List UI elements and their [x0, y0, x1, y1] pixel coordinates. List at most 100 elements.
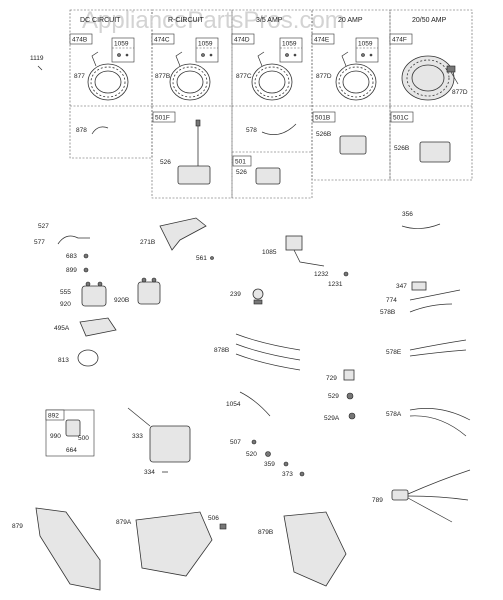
screw-561[interactable] [210, 256, 214, 260]
harness-578e[interactable] [409, 339, 467, 357]
cable-577[interactable] [57, 235, 90, 245]
nut-683[interactable] [83, 253, 89, 259]
shield-879[interactable] [35, 507, 101, 591]
bracket-495a[interactable] [79, 317, 117, 337]
label-878: 878 [76, 127, 87, 134]
tag-501b[interactable] [312, 111, 336, 123]
harness-1085[interactable] [285, 235, 325, 267]
kit-box-1059-b[interactable]: 1059 [195, 37, 219, 63]
label-1085: 1085 [262, 249, 277, 256]
label-578b: 578B [380, 309, 395, 316]
solenoid-920b[interactable] [137, 277, 161, 305]
watermark-text: AppliancePartsPros.com [82, 7, 345, 34]
stator-ring-877c[interactable] [251, 51, 293, 101]
kit-box-1059-a[interactable]: 1059 [111, 37, 135, 63]
solenoid-920[interactable] [81, 281, 107, 307]
regulator-501[interactable] [255, 167, 281, 185]
stator-ring-877d[interactable] [335, 51, 377, 101]
part-520[interactable] [265, 451, 271, 457]
stator-ring-877b[interactable] [169, 51, 211, 101]
label-664: 664 [66, 447, 77, 454]
wire-878[interactable] [91, 126, 109, 135]
label-990: 990 [50, 433, 61, 440]
label-529a: 529A [324, 415, 340, 422]
oil-switch-239[interactable] [252, 288, 264, 305]
kit-tag-474c[interactable]: 474C [151, 33, 175, 45]
label-507: 507 [230, 439, 241, 446]
bracket-271b[interactable] [159, 217, 207, 251]
tag-501c[interactable] [390, 111, 414, 123]
kit-tag-474d[interactable]: 474D [231, 33, 255, 45]
label-347: 347 [396, 283, 407, 290]
tag-501f[interactable] [152, 111, 176, 123]
harness-789[interactable] [391, 469, 471, 523]
alternator-panel-grid [69, 9, 473, 199]
kit-1059-d-text: 1059 [358, 41, 373, 48]
label-356: 356 [402, 211, 413, 218]
label-578e: 578E [386, 349, 402, 356]
label-527: 527 [38, 223, 49, 230]
label-239: 239 [230, 291, 241, 298]
regulator-501b[interactable] [339, 135, 367, 155]
wire-1054[interactable] [239, 391, 271, 417]
column-header-3-5-amp: 3/5 AMP [256, 17, 283, 24]
label-529: 529 [328, 393, 339, 400]
kit-tag-474b[interactable]: 474B [69, 33, 93, 45]
part-373[interactable] [299, 471, 305, 477]
harness-878b[interactable] [235, 333, 301, 371]
harness-578a[interactable] [409, 408, 471, 437]
wire-578[interactable] [261, 123, 297, 135]
part-507[interactable] [251, 439, 257, 445]
part-529a[interactable] [348, 412, 356, 420]
label-1054: 1054 [226, 401, 241, 408]
label-500: 500 [78, 435, 89, 442]
stator-ring-877d-large[interactable] [401, 55, 459, 101]
kit-box-1059-d[interactable]: 1059 [355, 37, 379, 63]
label-526b-1: 526B [316, 131, 331, 138]
label-879b: 879B [258, 529, 273, 536]
label-561: 561 [196, 255, 207, 262]
label-729: 729 [326, 375, 337, 382]
label-520: 520 [246, 451, 257, 458]
label-683: 683 [66, 253, 77, 260]
label-879: 879 [12, 523, 23, 530]
panel-r-circuit [151, 9, 233, 199]
nut-1231[interactable] [343, 271, 349, 277]
ignition-switch[interactable] [65, 419, 81, 437]
harness-578b[interactable] [409, 281, 461, 313]
kit-tag-474e[interactable]: 474E [311, 33, 335, 45]
regulator-501f[interactable] [177, 119, 211, 185]
label-892: 892 [48, 413, 59, 420]
panel-3-5-amp [231, 9, 313, 199]
connector-729[interactable] [343, 369, 355, 381]
screw-1119[interactable] [37, 65, 43, 71]
label-501: 501 [235, 159, 246, 166]
tag-474d-text: 474D [234, 37, 250, 44]
part-359[interactable] [283, 461, 289, 467]
tag-501[interactable] [232, 155, 252, 167]
kit-1059-c-text: 1059 [282, 41, 297, 48]
stator-ring-877[interactable] [87, 51, 129, 101]
kit-box-1059-c[interactable]: 1059 [279, 37, 303, 63]
screw-506[interactable] [219, 523, 227, 530]
clamp-813[interactable] [77, 349, 99, 367]
wire-356[interactable] [401, 223, 441, 229]
label-578a: 578A [386, 411, 402, 418]
label-577: 577 [34, 239, 45, 246]
shield-879a[interactable] [135, 511, 213, 577]
label-920b: 920B [114, 297, 129, 304]
label-526-a: 526 [160, 159, 171, 166]
washer-899[interactable] [83, 267, 89, 273]
ignition-coil-333[interactable] [127, 407, 191, 463]
shield-879b[interactable] [283, 511, 347, 587]
label-789: 789 [372, 497, 383, 504]
panel-20-amp [311, 9, 391, 181]
label-555: 555 [60, 289, 71, 296]
part-529[interactable] [346, 392, 354, 400]
column-header-20-50-amp: 20/50 AMP [412, 17, 447, 24]
kit-tag-474f[interactable]: 474F [389, 33, 413, 45]
regulator-501c[interactable] [419, 141, 451, 163]
label-1232: 1232 [314, 271, 329, 278]
